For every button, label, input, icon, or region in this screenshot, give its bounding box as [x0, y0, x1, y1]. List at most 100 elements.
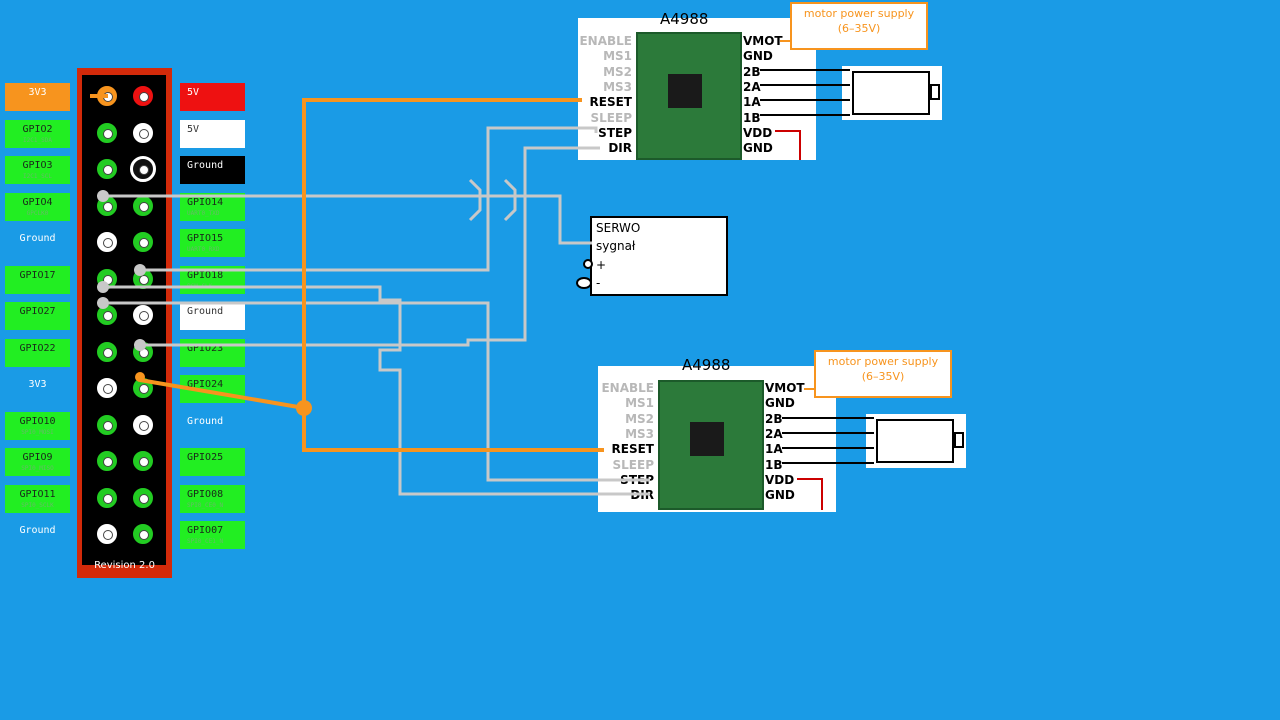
- gpio-left-label-text: GPIO17: [19, 269, 56, 281]
- gpio-left-label-5: GPIO17: [5, 265, 70, 294]
- driver-1-title: A4988: [660, 10, 709, 28]
- gpio-left-label-text: 3V3: [28, 87, 47, 98]
- driver-2-pin-1b-5: 1B: [765, 457, 783, 472]
- wire-loop-a: [468, 178, 482, 222]
- driver-1-pin-ms3: MS3: [603, 79, 632, 94]
- gpio-right-label-text: GPIO18: [187, 269, 224, 281]
- gpio-right-label-text: GPIO07: [187, 525, 224, 536]
- driver-1-power-supply-label: motor power supply (6–35V): [803, 7, 915, 35]
- stepper-motor-2-shaft: [954, 432, 964, 448]
- driver-2-pin-enable: ENABLE: [601, 381, 654, 395]
- driver-1-pin-enable: ENABLE: [579, 34, 632, 48]
- gpio-pin-right-6: [130, 265, 156, 292]
- servo-box: SERWO sygnał + -: [590, 216, 728, 296]
- gpio-left-label-sub: I2C1_SDA: [23, 136, 52, 144]
- gpio-left-label-text: Ground: [19, 233, 56, 244]
- gpio-right-label-text: Ground: [187, 160, 224, 171]
- gpio-left-label-7: GPIO22: [5, 338, 70, 367]
- gpio-left-label-text: GPIO2: [22, 123, 53, 135]
- driver-2-pin-vmot-0: VMOT: [765, 381, 805, 395]
- servo-minus-label: -: [596, 276, 601, 290]
- driver-2-power-supply-label: motor power supply (6–35V): [827, 355, 939, 383]
- gpio-left-label-sub: SPI0_SCLK: [21, 501, 54, 509]
- gpio-pin-right-1: [130, 83, 156, 109]
- wire-gpio4-servo: [103, 194, 592, 245]
- dot-junction-orange: [296, 400, 312, 416]
- gpio-pin-left-7: [94, 302, 120, 328]
- gpio-left-label-6: GPIO27: [5, 302, 70, 330]
- servo-minus-terminal: [576, 277, 592, 289]
- driver-2-chip: [690, 422, 724, 456]
- driver-2-pin-vdd-6: VDD: [765, 472, 795, 487]
- gpio-pin-left-2: [94, 119, 120, 146]
- driver-1-power-supply-box: motor power supply (6–35V): [790, 2, 928, 50]
- revision-label: Revision 2.0: [94, 560, 155, 571]
- driver-1-pin-1a-4: 1A: [743, 95, 761, 110]
- gpio-left-label-8: 3V3: [5, 375, 70, 403]
- gpio-pin-left-11: [94, 448, 120, 474]
- gpio-right-label-text: GPIO08: [187, 488, 224, 500]
- gpio-pin-right-9: [130, 375, 156, 401]
- driver-1-board: [636, 32, 742, 160]
- stepper-motor-2: [866, 414, 966, 468]
- gpio-right-label-sub: SPI0_CE1_N: [187, 538, 224, 545]
- driver-2-pin-2a-3: 2A: [765, 426, 783, 441]
- servo-signal-label: sygnał: [596, 239, 636, 253]
- gpio-right-label-sub: UART0_TXD: [187, 209, 220, 217]
- stepper-motor-2-body: [876, 419, 954, 463]
- gpio-pin-left-10: [94, 411, 120, 438]
- servo-title: SERWO: [596, 221, 641, 235]
- gpio-left-label-text: GPIO3: [22, 160, 53, 171]
- gpio-pin-left-5: [94, 229, 120, 255]
- driver-1-pin-1b-5: 1B: [743, 110, 761, 125]
- driver-1-pin-2b-2: 2B: [743, 64, 761, 79]
- gpio-right-label-2: Ground: [180, 156, 245, 184]
- gpio-pin-right-7: [130, 302, 156, 328]
- driver-2-pin-gnd-1: GND: [765, 396, 795, 411]
- gpio-right-label-text: Ground: [187, 415, 224, 427]
- driver-1-pin-step: STEP: [598, 125, 632, 140]
- gpio-pin-left-9: [94, 375, 120, 401]
- driver-1-pin-sleep: SLEEP: [590, 110, 632, 125]
- gpio-left-label-text: 3V3: [28, 379, 47, 390]
- driver-1-pin-ms1: MS1: [603, 49, 632, 64]
- gpio-left-label-sub: SPI0_MISO: [21, 465, 54, 472]
- gpio-pin-left-4: [94, 192, 120, 219]
- gpio-pin-right-8: [130, 338, 156, 365]
- gpio-right-label-1: 5V: [180, 119, 245, 148]
- gpio-pin-right-12: [130, 484, 156, 511]
- gpio-right-label-10: GPIO25: [180, 448, 245, 476]
- driver-2-pin-sleep: SLEEP: [612, 457, 654, 472]
- driver-1-pin-reset: RESET: [589, 95, 632, 110]
- driver-2-pin-1a-4: 1A: [765, 442, 783, 457]
- gpio-pin-right-13: [130, 521, 156, 547]
- gpio-left-label-0: 3V3: [5, 83, 70, 111]
- gpio-right-label-9: Ground: [180, 412, 245, 440]
- gpio-left-label-text: GPIO27: [19, 306, 56, 317]
- driver-2-pin-ms1: MS1: [625, 396, 654, 411]
- gpio-right-label-8: GPIO24: [180, 375, 245, 403]
- gpio-left-label-text: GPIO11: [19, 488, 56, 500]
- driver-2-pin-ms2: MS2: [625, 411, 654, 426]
- driver-1-pin-ms2: MS2: [603, 64, 632, 79]
- gpio-right-label-6: Ground: [180, 302, 245, 330]
- gpio-right-label-0: 5V: [180, 83, 245, 111]
- driver-1-pin-vdd-6: VDD: [743, 125, 773, 140]
- driver-1-chip: [668, 74, 702, 108]
- driver-2-pin-reset: RESET: [611, 442, 654, 457]
- gpio-right-label-sub: UART0_RXD: [187, 246, 220, 253]
- driver-1-pin-vmot-0: VMOT: [743, 34, 783, 48]
- driver-2-power-supply-box: motor power supply (6–35V): [814, 350, 952, 398]
- gpio-pin-right-4: [130, 192, 156, 219]
